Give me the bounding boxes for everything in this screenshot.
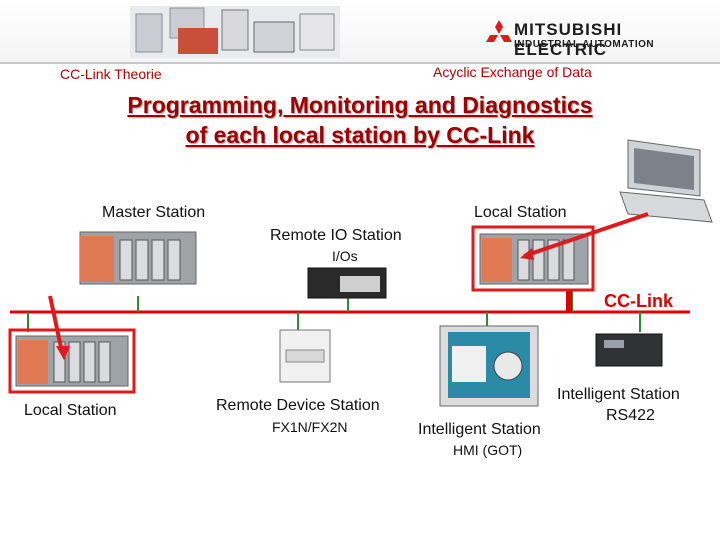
- local-station-bottom-label: Local Station: [24, 402, 117, 420]
- intelligent-rs422-device: [596, 334, 662, 366]
- intelligent-rs-label: Intelligent Station: [557, 386, 680, 404]
- hmi-got-panel: [440, 326, 538, 406]
- intelligent-hmi-label: Intelligent Station: [418, 421, 541, 439]
- laptop-icon: [620, 140, 712, 222]
- remote-device-sub-label: FX1N/FX2N: [272, 419, 347, 435]
- local-station-top-label: Local Station: [474, 204, 567, 222]
- remote-device-fx-plc: [280, 330, 330, 382]
- intelligent-rs-sub-label: RS422: [606, 407, 655, 425]
- remote-io-station-label: Remote IO Station: [270, 227, 402, 245]
- cc-link-label: CC-Link: [604, 291, 673, 312]
- master-station-label: Master Station: [102, 204, 205, 222]
- remote-io-station-device: [308, 268, 386, 298]
- remote-io-sub-label: I/Os: [332, 248, 358, 264]
- intelligent-hmi-sub-label: HMI (GOT): [453, 442, 522, 458]
- local-station-bottom-plc: [16, 336, 128, 386]
- master-station-plc: [80, 232, 196, 284]
- remote-device-station-label: Remote Device Station: [216, 397, 380, 415]
